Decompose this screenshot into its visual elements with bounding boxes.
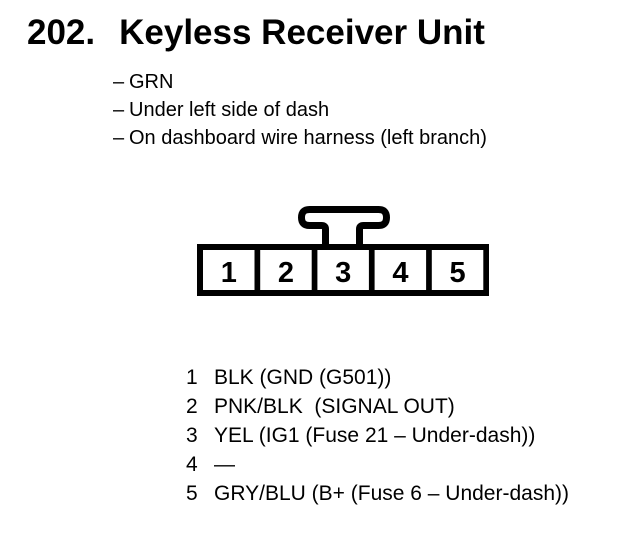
connector-pin-number: 3 <box>335 257 351 289</box>
detail-label: On dashboard wire harness (left branch) <box>129 127 487 149</box>
connector-pin-cell-1 <box>203 250 255 290</box>
pinout-row-2: 2 PNK/BLK (SIGNAL OUT) <box>186 392 569 421</box>
pin-number: 4 <box>186 453 198 476</box>
item-title: Keyless Receiver Unit <box>119 13 485 52</box>
page-title: 202. Keyless Receiver Unit <box>27 15 485 50</box>
connector-pin-cell-4 <box>374 250 427 290</box>
dash-bullet: – <box>113 127 125 149</box>
detail-label: GRN <box>129 71 174 93</box>
detail-item-location: – Under left side of dash <box>113 96 487 124</box>
pin-description: PNK/BLK (SIGNAL OUT) <box>214 395 455 418</box>
connector-pin-cell-3 <box>317 250 369 290</box>
pin-description: — <box>214 453 235 476</box>
connector-diagram: 1 2 3 4 5 <box>197 206 489 296</box>
pinout-row-5: 5 GRY/BLU (B+ (Fuse 6 – Under-dash)) <box>186 479 569 508</box>
pin-description: GRY/BLU (B+ (Fuse 6 – Under-dash)) <box>214 482 570 505</box>
location-details: – GRN – Under left side of dash – On das… <box>113 68 487 152</box>
detail-item-harness: – On dashboard wire harness (left branch… <box>113 124 487 152</box>
connector-lock-tab-icon <box>297 206 391 250</box>
pinout-row-4: 4 — <box>186 450 569 479</box>
connector-pin-cell-5 <box>431 250 484 290</box>
connector-pin-cell-2 <box>260 250 312 290</box>
connector-pin-number: 2 <box>278 257 294 289</box>
pin-number: 5 <box>186 482 198 505</box>
connector-pin-number: 5 <box>450 257 466 289</box>
pin-number: 3 <box>186 424 198 447</box>
pin-description: BLK (GND (G501)) <box>214 366 392 389</box>
pinout-row-1: 1 BLK (GND (G501)) <box>186 363 569 392</box>
dash-bullet: – <box>113 71 125 93</box>
pin-number: 2 <box>186 395 198 418</box>
item-number: 202. <box>27 13 96 52</box>
pin-description: YEL (IG1 (Fuse 21 – Under-dash)) <box>214 424 536 447</box>
connector-pin-number: 4 <box>392 257 408 289</box>
pin-number: 1 <box>186 366 198 389</box>
pinout-row-3: 3 YEL (IG1 (Fuse 21 – Under-dash)) <box>186 421 569 450</box>
connector-pin-number: 1 <box>221 257 237 289</box>
dash-bullet: – <box>113 99 125 121</box>
detail-item-color: – GRN <box>113 68 487 96</box>
pinout-list: 1 BLK (GND (G501)) 2 PNK/BLK (SIGNAL OUT… <box>186 363 569 508</box>
detail-label: Under left side of dash <box>129 99 330 121</box>
